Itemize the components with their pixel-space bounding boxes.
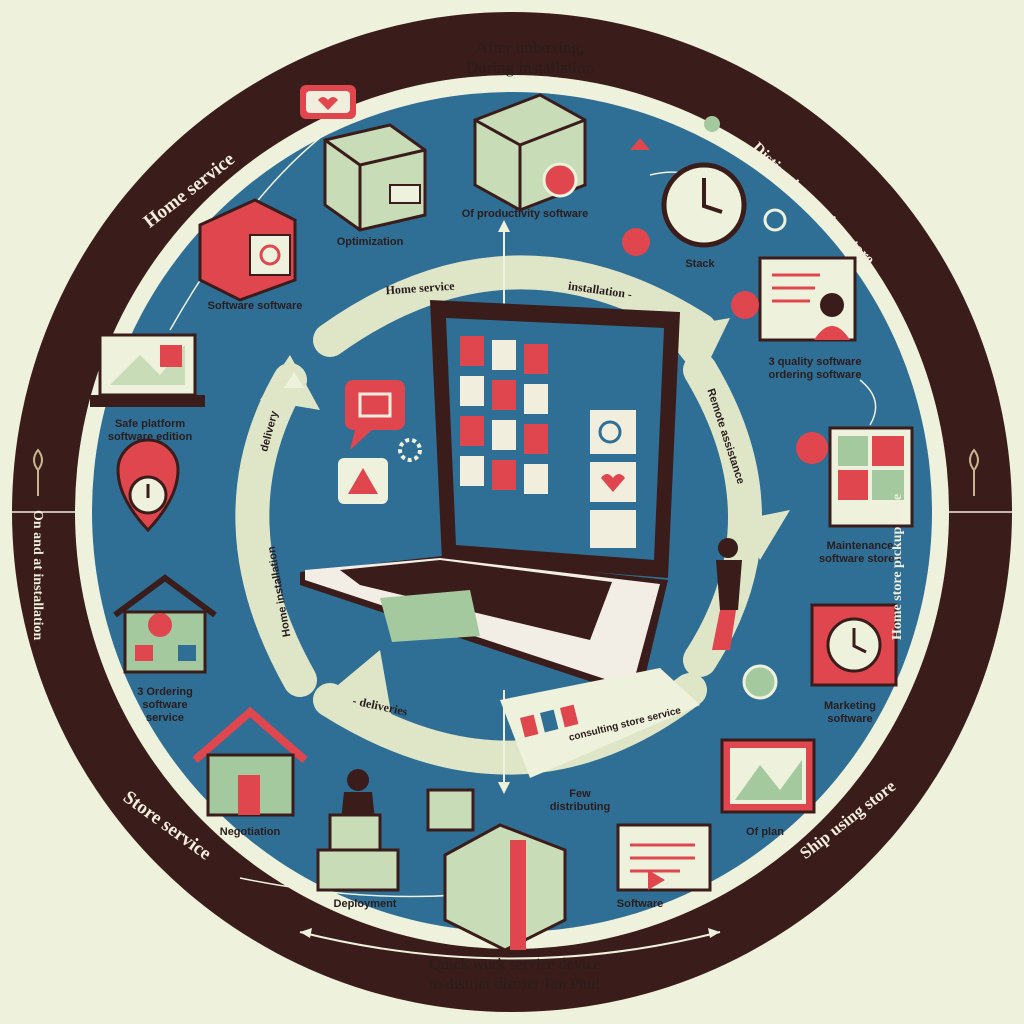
chat-bubble-icon: [345, 380, 405, 450]
laptop-illustration: [300, 300, 680, 698]
tablet-icon: [828, 426, 914, 528]
bottom-arrow-left-head: [300, 928, 312, 938]
node-label-stack: Stack: [685, 258, 715, 270]
ring-label-left: On and at installation: [30, 510, 45, 641]
bottom-arrow-right-head: [708, 928, 720, 938]
node-label-safe-platform: Safe platform software edition: [107, 418, 193, 443]
node-label-deployment: Deployment: [333, 898, 397, 910]
node-label-software-bottom: Software: [616, 898, 664, 910]
dot-icon: [704, 116, 720, 132]
node-label-optimization: Optimization: [336, 236, 404, 248]
arc-arrow-top: [313, 255, 717, 357]
top-caption-line2: During installation: [466, 58, 594, 77]
gift-box-icon: [443, 823, 567, 952]
red-gear-icon: [622, 228, 650, 256]
red-clock-icon: [810, 603, 898, 687]
node-label-marketing: Marketing software: [824, 700, 876, 725]
node-label-plan: Of plan: [746, 826, 784, 838]
small-ring-icon: [763, 208, 787, 232]
warning-bubble-icon: [338, 458, 388, 504]
home-icon: [192, 706, 308, 817]
arc-arrow-bottom-head: [320, 650, 395, 735]
up-arrow-icon: [284, 372, 304, 388]
right-leaf-icon: [969, 448, 979, 496]
package-box-icon: [323, 123, 427, 232]
bottom-caption-line2: to district district Tan Phu!: [429, 976, 601, 993]
gear-icon: [398, 438, 422, 462]
arc-arrow-left: [235, 363, 317, 697]
top-caption-line1: After unboxing,: [475, 38, 585, 57]
node-label-ordering: 3 Ordering software service: [137, 686, 193, 724]
clock-icon: [661, 162, 747, 248]
node-label-software: Software software: [207, 300, 303, 312]
location-pin-icon: [116, 438, 180, 533]
bottom-caption: Quick work service device to district di…: [380, 955, 650, 995]
worker-boxes-icon: [316, 769, 400, 892]
package-box-open-icon: [473, 93, 587, 212]
node-label-distributing: Few distributing: [549, 788, 611, 813]
triangle-marker-icon: [630, 138, 650, 150]
profile-document-icon: [758, 256, 857, 342]
ring-label-right: Home store pickup store: [890, 493, 905, 640]
banner-card: [500, 668, 700, 778]
bottom-caption-arrow: [299, 931, 721, 960]
arc-arrow-right-head: [740, 510, 790, 560]
node-label-maintenance: Maintenance software store -: [819, 540, 901, 565]
monitor-icon: [90, 333, 205, 407]
axis-top-head: [498, 220, 510, 232]
small-box-icon: [426, 788, 475, 832]
node-label-quality-software: 3 quality software ordering software: [768, 356, 862, 381]
node-label-productivity: Of productivity software: [461, 208, 589, 220]
house-icon: [113, 574, 217, 674]
top-caption: After unboxing, During installation: [420, 38, 640, 78]
red-dot-icon: [731, 291, 759, 319]
image-card-icon: [720, 738, 816, 814]
message-card-icon: [616, 823, 712, 892]
connector-right: [859, 379, 877, 426]
person-figure: [712, 538, 742, 650]
left-leaf-icon: [33, 448, 43, 496]
red-box-icon: [198, 198, 297, 302]
axis-bottom-head: [498, 782, 510, 794]
heart-bubble-icon: [300, 85, 356, 119]
green-badge-icon: [742, 664, 778, 700]
bottom-caption-line1: Quick work service device: [429, 956, 601, 973]
node-label-negotiation: Negotiation: [219, 826, 281, 838]
red-gear-right-icon: [796, 432, 828, 464]
